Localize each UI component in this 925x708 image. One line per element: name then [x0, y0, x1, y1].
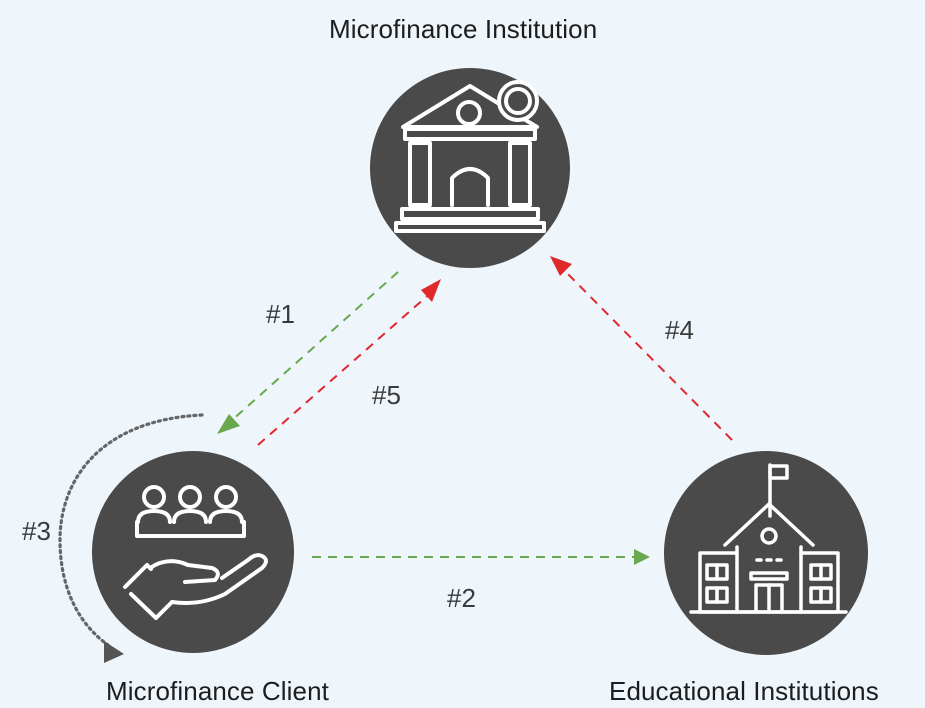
flow-arrowhead-1 [217, 414, 240, 434]
client-node [92, 451, 294, 653]
flow-label-5: #5 [372, 380, 401, 410]
flow-arrowhead-4 [550, 256, 572, 276]
education-title: Educational Institutions [609, 676, 879, 706]
flow-arrowhead-2 [634, 549, 650, 565]
flow-arrowhead-3 [104, 641, 124, 663]
flow-label-2: #2 [447, 583, 476, 613]
school-building-icon [689, 463, 848, 614]
flow-arrow-5 [257, 289, 435, 446]
flow-arrow-4 [561, 267, 733, 441]
bank-icon [394, 80, 546, 233]
client-circle [92, 451, 294, 653]
client-title: Microfinance Client [106, 676, 329, 706]
flow-label-3: #3 [22, 516, 51, 546]
flow-label-4: #4 [665, 315, 694, 345]
institution-node [370, 68, 570, 268]
education-circle [664, 451, 868, 655]
education-node [664, 451, 868, 655]
flow-arrowhead-5 [421, 279, 441, 302]
flow-arrow-3 [58, 413, 204, 647]
institution-title: Microfinance Institution [329, 14, 598, 44]
flow-arrow-1 [220, 271, 399, 431]
community-hand-icon [123, 485, 268, 620]
flow-label-1: #1 [266, 299, 295, 329]
